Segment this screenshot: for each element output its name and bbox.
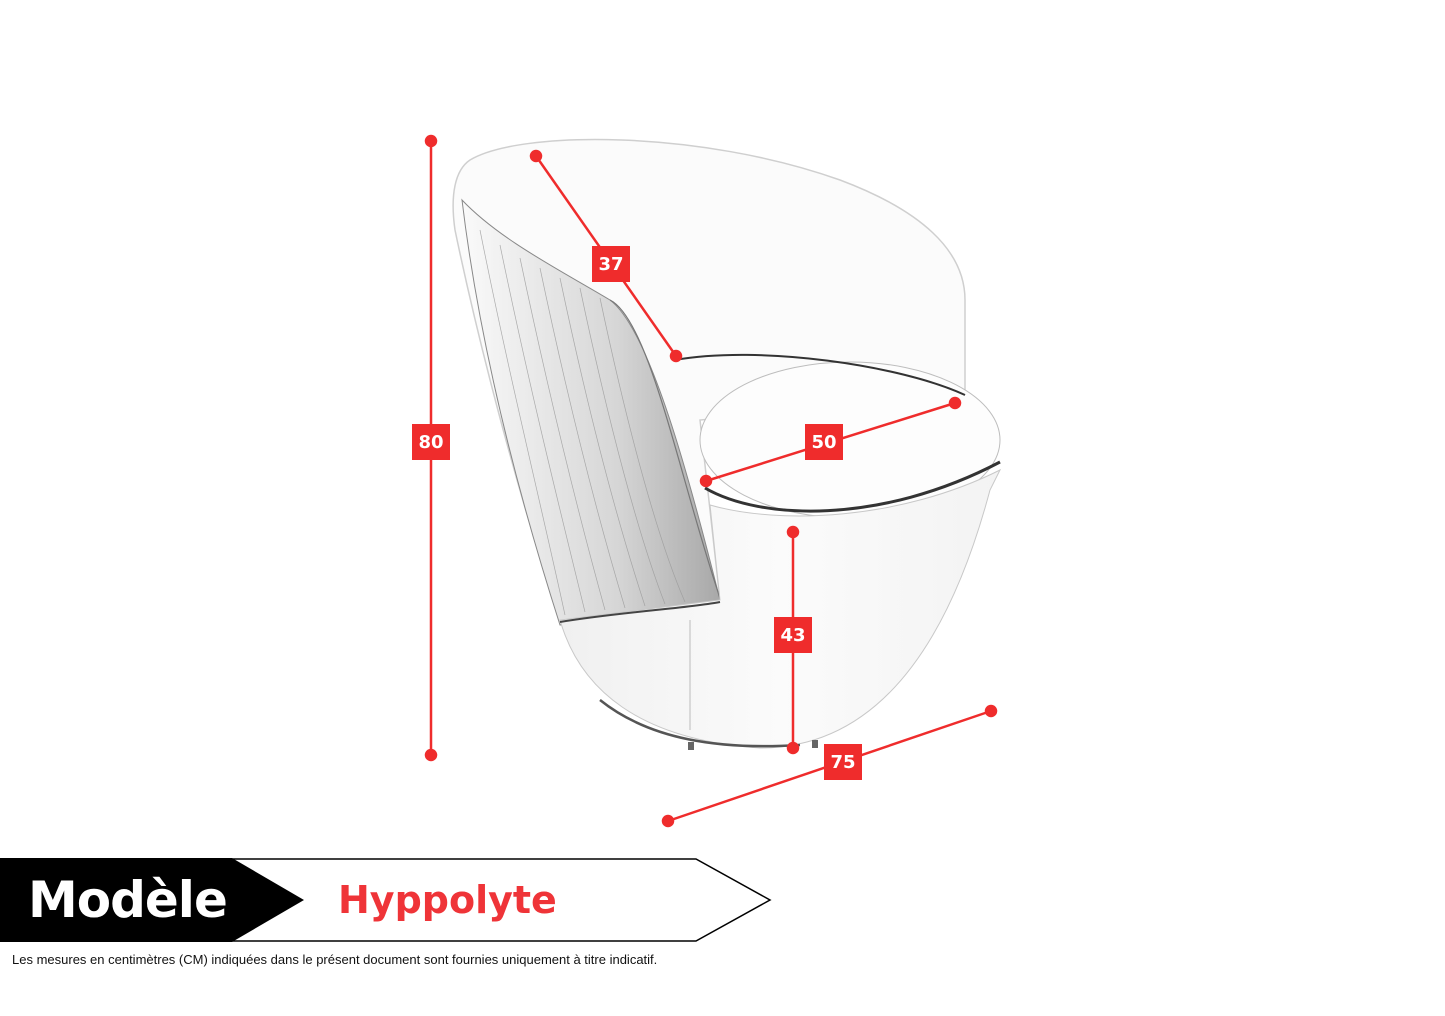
model-name: Hyppolyte <box>338 878 557 922</box>
dimension-backrest-height-label: 37 <box>592 246 630 282</box>
dimension-seat-height-label: 43 <box>774 617 812 653</box>
disclaimer-text: Les mesures en centimètres (CM) indiquée… <box>12 952 658 967</box>
dimension-width-label: 75 <box>824 744 862 780</box>
model-label: Modèle <box>28 871 228 929</box>
model-banner <box>0 858 772 942</box>
dimension-seat-depth-label: 50 <box>805 424 843 460</box>
dimension-total-height-label: 80 <box>412 424 450 460</box>
